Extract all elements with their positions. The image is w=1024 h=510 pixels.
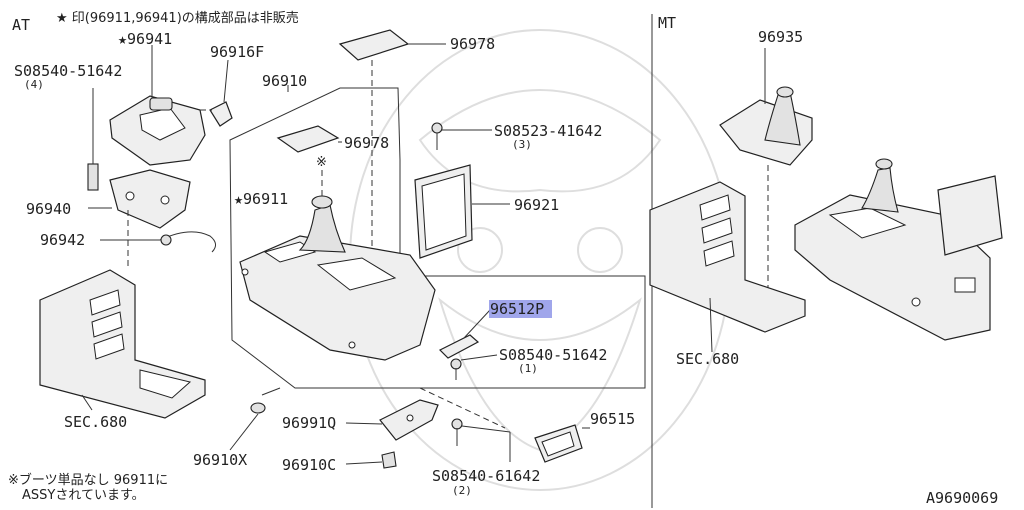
label-08540-51642-b: S08540-51642 (499, 346, 607, 364)
label-sec680-right: SEC.680 (676, 350, 739, 368)
diagram-id: A9690069 (926, 489, 998, 507)
label-96515: 96515 (590, 410, 635, 428)
part-96515-pocket (534, 424, 583, 463)
boot-note-mark: ※ (316, 155, 327, 170)
part-96978-mid-lid (276, 125, 340, 153)
highlight-96512P (489, 300, 552, 318)
part-96910X-clip (229, 387, 281, 451)
screw-08540-51642-left (87, 88, 99, 191)
label-08540-61642: S08540-61642 (432, 467, 540, 485)
label-96512P: 96512P (490, 300, 544, 318)
part-sec680-console-right (649, 181, 806, 333)
label-qty-2: (2) (452, 484, 472, 497)
part-96916F-bulb (200, 59, 233, 127)
label-sec680-left: SEC.680 (64, 413, 127, 431)
label-96942: 96942 (40, 231, 85, 249)
part-96910C-clip (345, 451, 397, 469)
part-96910-console-frame (229, 87, 646, 389)
part-96941-shifter-bezel (109, 95, 206, 166)
part-96940-bracket (109, 169, 191, 229)
label-96921: 96921 (514, 196, 559, 214)
label-96916F: 96916F (210, 43, 264, 61)
label-qty-3: (3) (512, 138, 532, 151)
label-96941: ★96941 (118, 30, 172, 48)
label-96910C: 96910C (282, 456, 336, 474)
note-boot-line1: ※ブーツ単品なし 96911に (8, 472, 168, 488)
screw-08523-41642 (431, 122, 492, 150)
label-96991Q: 96991Q (282, 414, 336, 432)
part-96911-console-body (239, 195, 436, 361)
label-96940: 96940 (26, 200, 71, 218)
part-mt-console-body (794, 158, 1003, 341)
part-sec680-console-left (39, 269, 206, 419)
label-96911: ★96911 (234, 190, 288, 208)
section-label-at: AT (12, 16, 30, 34)
label-96978-top: 96978 (450, 35, 495, 53)
label-qty-4: (4) (24, 78, 44, 91)
note-non-sale: ★ 印(96911,96941)の構成部品は非販売 (56, 10, 299, 26)
note-boot-line2: ASSYされています。 (22, 488, 145, 503)
label-96935: 96935 (758, 28, 803, 46)
label-qty-1: (1) (518, 362, 538, 375)
part-96942-harness (159, 231, 216, 253)
part-96921-armrest-lid (414, 164, 473, 259)
section-label-mt: MT (658, 14, 676, 32)
label-08540-51642-a: S08540-51642 (14, 62, 122, 80)
screw-08540-51642-right (450, 354, 498, 380)
part-96991Q-bracket (379, 399, 439, 441)
part-96978-top-lid (338, 29, 410, 61)
label-96978-mid: 96978 (344, 134, 389, 152)
part-96935-shift-boot (719, 86, 813, 166)
label-96910X: 96910X (193, 451, 247, 469)
label-08523-41642: S08523-41642 (494, 122, 602, 140)
label-96910: 96910 (262, 72, 307, 90)
screw-08540-61642 (451, 418, 511, 462)
part-96512P-bracket (438, 334, 480, 359)
